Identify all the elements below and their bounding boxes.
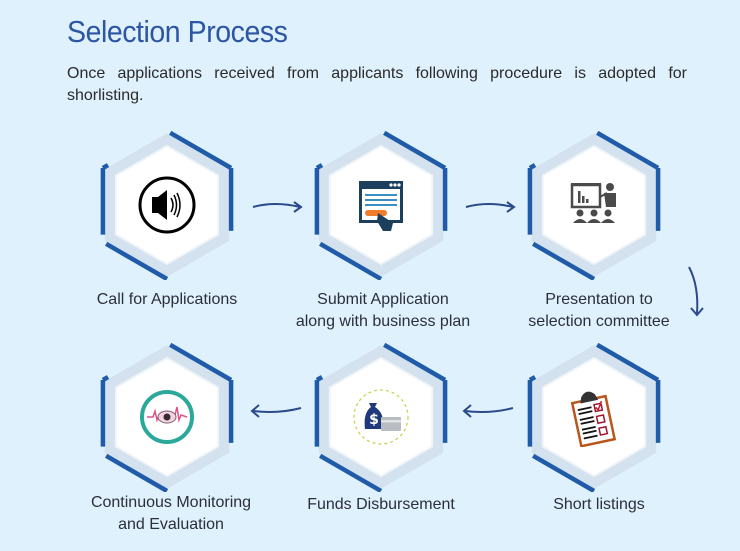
hexagon-border-segment	[531, 453, 596, 492]
step-funds-disbursement: $	[306, 342, 456, 492]
step-label-line: along with business plan	[295, 313, 471, 330]
hexagon-border-segment	[169, 342, 233, 382]
step-label: Submit Application along with business p…	[273, 289, 493, 333]
clipboard-checklist-icon	[570, 391, 617, 447]
hexagon-border-segment	[315, 375, 324, 382]
arrow-left-icon	[250, 404, 302, 418]
arrow-down-icon	[688, 266, 704, 317]
arrow-right-icon	[252, 201, 303, 213]
hexagon-border-segment	[101, 375, 110, 382]
step-label: Continuous Monitoring and Evaluation	[61, 492, 281, 536]
step-continuous-monitoring	[92, 342, 242, 492]
hexagon-border-segment	[383, 130, 447, 170]
hexagon-border-segment	[531, 241, 596, 280]
step-label-line: Submit Application	[317, 291, 449, 308]
step-label: Short listings	[489, 494, 709, 516]
step-label-line: Short listings	[553, 496, 645, 513]
intro-text: Once applications received from applican…	[67, 65, 687, 104]
step-label-line: and Evaluation	[118, 516, 224, 533]
hexagon-border-segment	[596, 130, 660, 170]
hexagon-border-segment	[596, 342, 660, 382]
step-submit-application	[306, 130, 456, 280]
presentation-icon	[570, 183, 616, 223]
speaker-icon	[138, 176, 196, 234]
step-label: Presentation to selection committee	[489, 289, 709, 333]
hexagon-border-segment	[318, 241, 383, 280]
hexagon-border-segment	[528, 163, 537, 170]
step-label-line: Funds Disbursement	[307, 496, 455, 513]
hexagon-border-segment	[169, 130, 233, 170]
hexagon-border-segment	[318, 453, 383, 492]
hexagon-border-segment	[383, 342, 447, 382]
step-label-line: Continuous Monitoring	[90, 494, 252, 511]
step-label: Call for Applications	[57, 289, 277, 311]
money-bag-card-icon: $	[353, 389, 409, 445]
hexagon-border-segment	[104, 453, 169, 492]
hexagon-border-segment	[315, 163, 324, 170]
eye-monitoring-icon	[140, 390, 194, 444]
arrow-left-icon	[462, 404, 514, 418]
step-label-line: Call for Applications	[96, 291, 238, 308]
arrow-right-icon	[465, 201, 516, 213]
hexagon-border-segment	[104, 241, 169, 280]
step-call-for-applications	[92, 130, 242, 280]
hexagon-border-segment	[101, 163, 110, 170]
web-form-click-icon	[359, 181, 403, 231]
hexagon-frame	[527, 130, 661, 280]
step-label-line: Presentation to	[545, 291, 653, 308]
step-label: Funds Disbursement	[271, 494, 491, 516]
step-label-line: selection committee	[528, 313, 670, 330]
step-presentation	[519, 130, 669, 280]
hexagon-inner	[543, 147, 645, 263]
hexagon-border-segment	[528, 375, 537, 382]
page-title: Selection Process	[67, 14, 288, 49]
svg-text:$: $	[369, 412, 379, 428]
step-short-listings	[519, 342, 669, 492]
